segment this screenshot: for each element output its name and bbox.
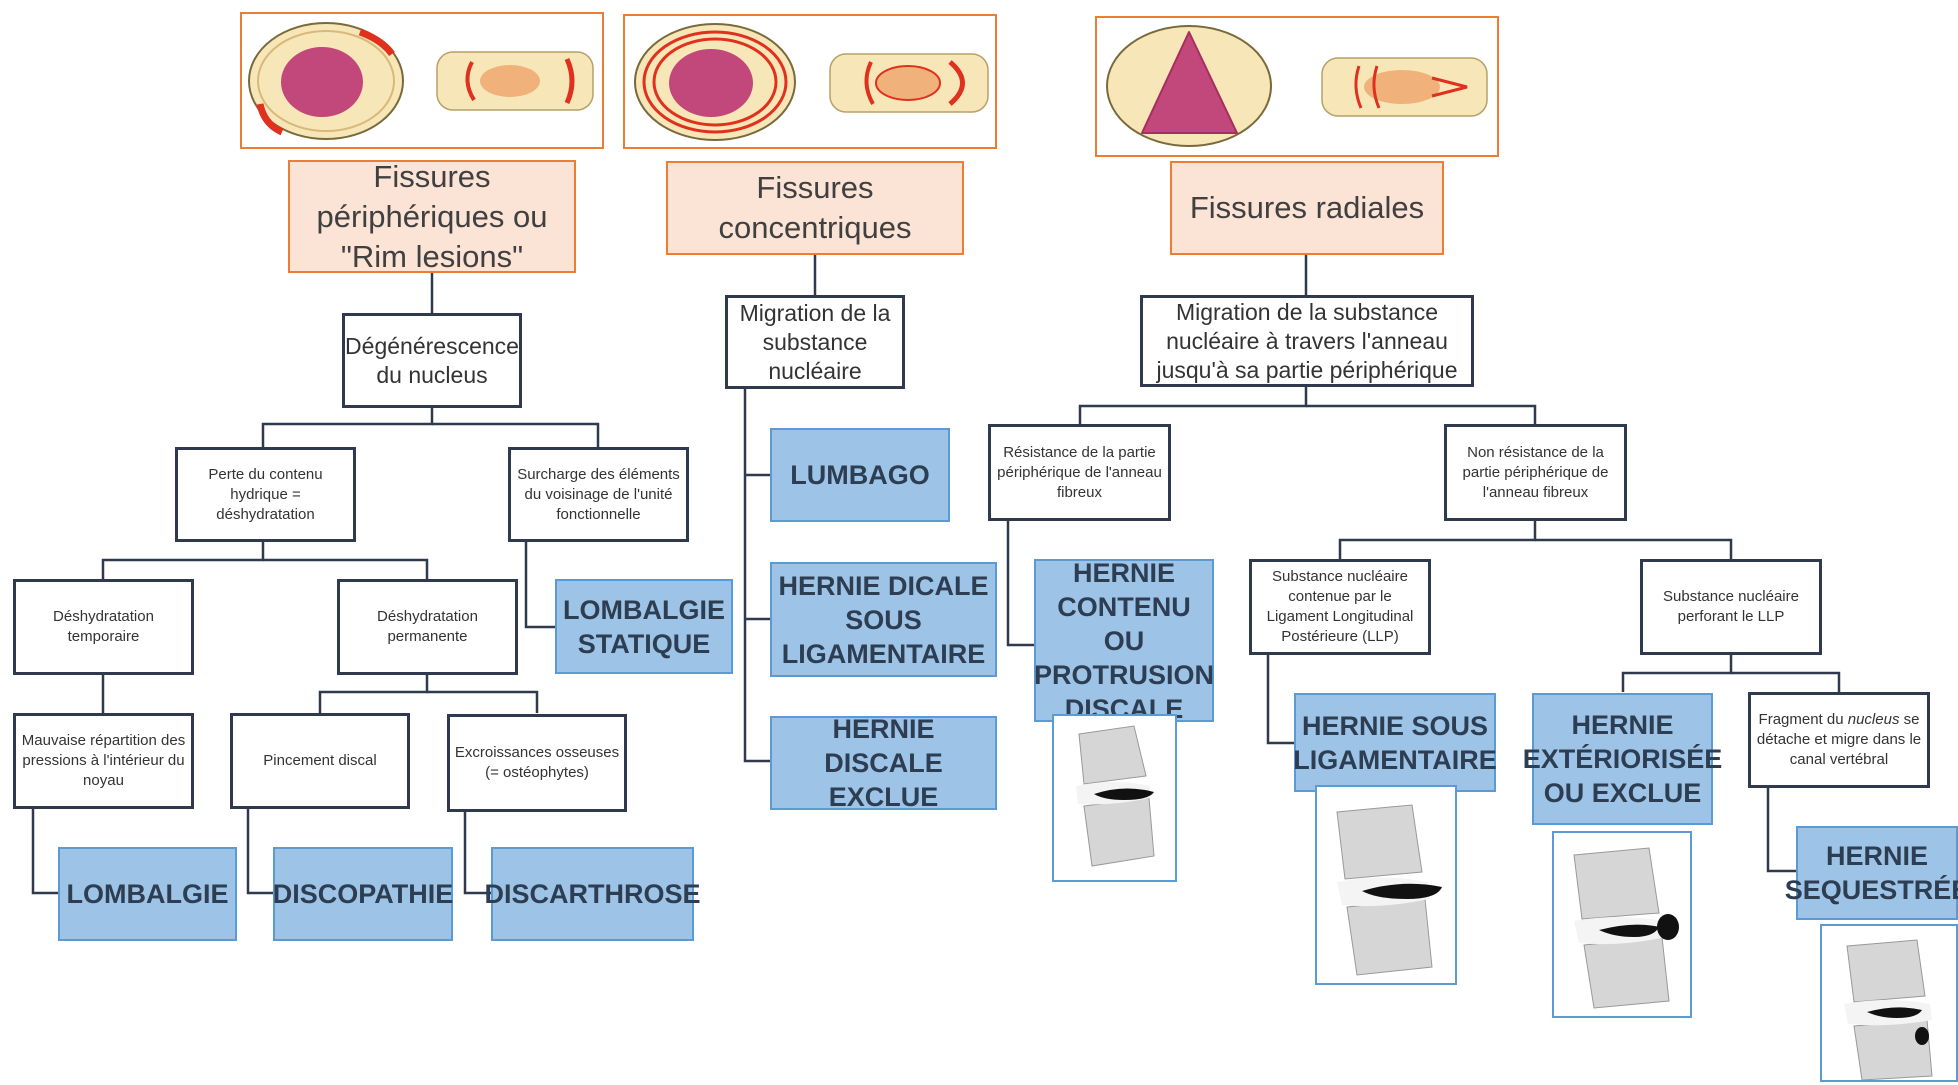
category-title: Fissures périphériques ou "Rim lesions" (316, 158, 548, 274)
connector (463, 812, 491, 895)
outcome-lombalgie-statique: LOMBALGIE STATIQUE (555, 579, 733, 674)
outcome-lombalgie: LOMBALGIE (58, 847, 237, 941)
node-non-resistance: Non résistance de la partie périphérique… (1444, 424, 1627, 521)
node-perte-contenu: Perte du contenu hydrique = déshydratati… (175, 447, 356, 542)
connector (261, 408, 434, 447)
connector (1766, 788, 1796, 873)
node-degenerescence: Dégénérescence du nucleus (342, 313, 522, 408)
outcome-hernie-sous-ligamentaire-1: HERNIE DICALE SOUS LIGAMENTAIRE (770, 562, 997, 677)
node-mauvaise-repartition: Mauvaise répartition des pressions à l'i… (13, 713, 194, 809)
node-surcharge: Surcharge des éléments du voisinage de l… (508, 447, 689, 542)
category-title: Fissures concentriques (718, 170, 912, 245)
connector (263, 558, 429, 579)
connector (318, 675, 429, 713)
node-migration-concentric: Migration de la substance nucléaire (725, 295, 905, 389)
category-concentric: Fissures concentriques (666, 161, 964, 255)
connector (1078, 387, 1308, 424)
connector (1621, 655, 1733, 692)
hernia-sequestered-xray (1820, 924, 1958, 1082)
node-perforant-llp: Substance nucléaire perforant le LLP (1640, 559, 1822, 655)
node-deshydratation-temporaire: Déshydratation temporaire (13, 579, 194, 675)
hernia-contained-xray (1052, 714, 1177, 882)
connector (101, 540, 265, 579)
connector (1006, 521, 1034, 647)
node-excroissances: Excroissances osseuses (= ostéophytes) (447, 714, 627, 812)
connector (1306, 404, 1537, 424)
connector (31, 809, 58, 895)
outcome-hernie-sous-ligamentaire-2: HERNIE SOUS LIGAMENTAIRE (1293, 693, 1497, 792)
node-migration-radial: Migration de la substance nucléaire à tr… (1140, 295, 1474, 387)
hernia-extruded-xray (1552, 831, 1692, 1018)
connector (743, 389, 770, 763)
connector (1338, 521, 1537, 559)
outcome-hernie-contenu: HERNIE CONTENU OU PROTRUSION DISCALE (1034, 557, 1215, 724)
node-fragment: Fragment du nucleus se détache et migre … (1748, 692, 1930, 788)
connector (427, 690, 539, 713)
disc-radial-fissure-illustration (1095, 16, 1499, 157)
node-pincement: Pincement discal (230, 713, 410, 809)
node-contenue-llp: Substance nucléaire contenue par le Liga… (1249, 559, 1431, 655)
connector (432, 422, 600, 447)
outcome-lumbago: LUMBAGO (770, 428, 950, 522)
outcome-hernie-exclue-1: HERNIE DISCALE EXCLUE (770, 714, 997, 812)
connector (1266, 655, 1294, 745)
outcome-discarthrose: DISCARTHROSE (485, 847, 701, 941)
outcome-hernie-exteriorisee: HERNIE EXTÉRIORISÉE OU EXCLUE (1523, 693, 1722, 825)
node-resistance: Résistance de la partie périphérique de … (988, 424, 1171, 521)
node-deshydratation-permanente: Déshydratation permanente (337, 579, 518, 675)
hernia-subligamentous-xray (1315, 785, 1457, 985)
disc-concentric-fissure-illustration (623, 14, 997, 149)
connector (1731, 671, 1841, 692)
category-title: Fissures radiales (1189, 190, 1425, 225)
disc-rim-lesion-illustration (240, 12, 604, 149)
outcome-discopathie: DISCOPATHIE (273, 847, 453, 941)
category-rim-lesions: Fissures périphériques ou "Rim lesions" (288, 159, 576, 274)
connector (1535, 538, 1733, 559)
category-radial: Fissures radiales (1170, 161, 1444, 255)
connector (524, 540, 555, 629)
outcome-hernie-sequestree: HERNIE SEQUESTRÉE (1785, 826, 1958, 920)
connector (246, 809, 273, 895)
